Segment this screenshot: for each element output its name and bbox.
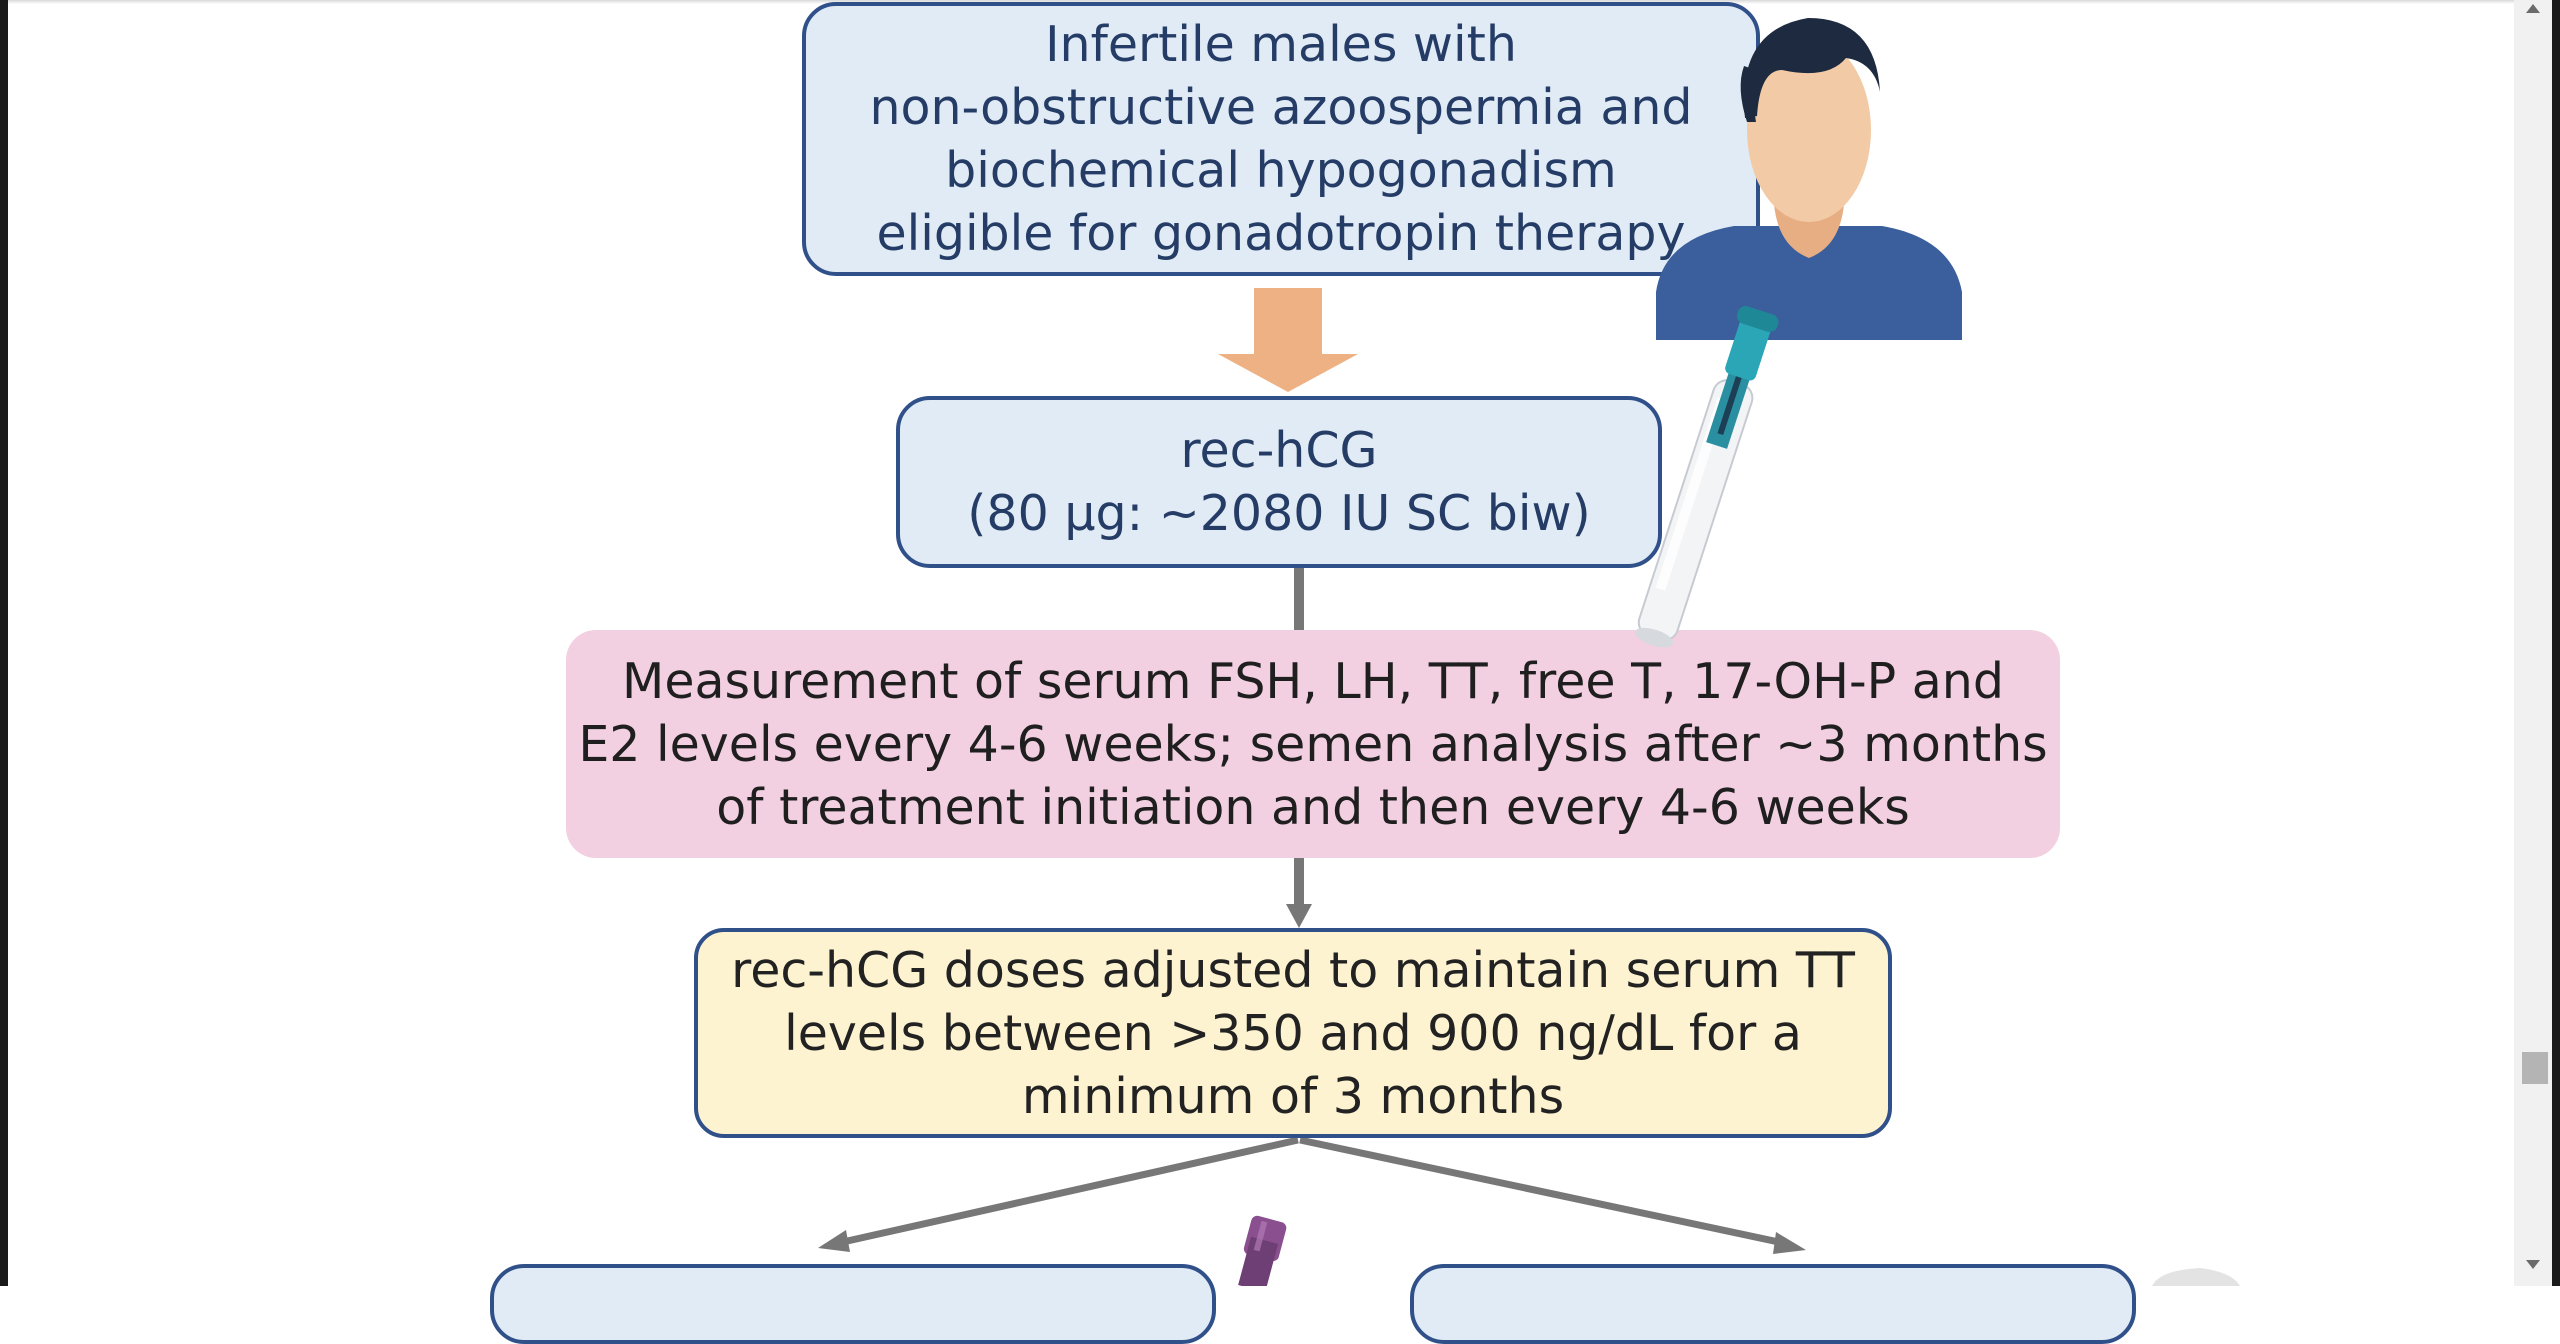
flow-connectors: [818, 288, 1806, 1254]
window-frame-right: [2552, 0, 2560, 1286]
branch-right-arrowhead: [1773, 1232, 1806, 1254]
monitoring-box: Measurement of serum FSH, LH, TT, free T…: [566, 630, 2060, 858]
purple-vial-icon: [1238, 1215, 1287, 1286]
branch-left-line: [833, 1136, 1299, 1248]
patient-avatar-icon: [1656, 18, 1962, 340]
eligibility-box: Infertile males with non-obstructive azo…: [802, 2, 1760, 276]
scrollbar-thumb[interactable]: [2522, 1052, 2548, 1084]
branch-left-arrowhead: [818, 1230, 850, 1252]
vertical-scrollbar[interactable]: [2514, 0, 2552, 1286]
connector-3-4-arrowhead: [1286, 904, 1312, 928]
injection-pen-icon: [1634, 306, 1779, 648]
scroll-up-arrow-icon[interactable]: [2526, 4, 2540, 13]
window-frame-left: [0, 0, 8, 1286]
gray-object-partial: [2152, 1268, 2240, 1286]
rec-hcg-dose-box: rec-hCG (80 μg: ~2080 IU SC biw): [896, 396, 1662, 568]
scroll-down-arrow-icon[interactable]: [2526, 1260, 2540, 1269]
illustrations: [1238, 18, 2240, 1286]
branch-right-line: [1299, 1136, 1789, 1248]
dose-adjustment-box: rec-hCG doses adjusted to maintain serum…: [694, 928, 1892, 1138]
orange-down-arrow: [1218, 288, 1358, 392]
